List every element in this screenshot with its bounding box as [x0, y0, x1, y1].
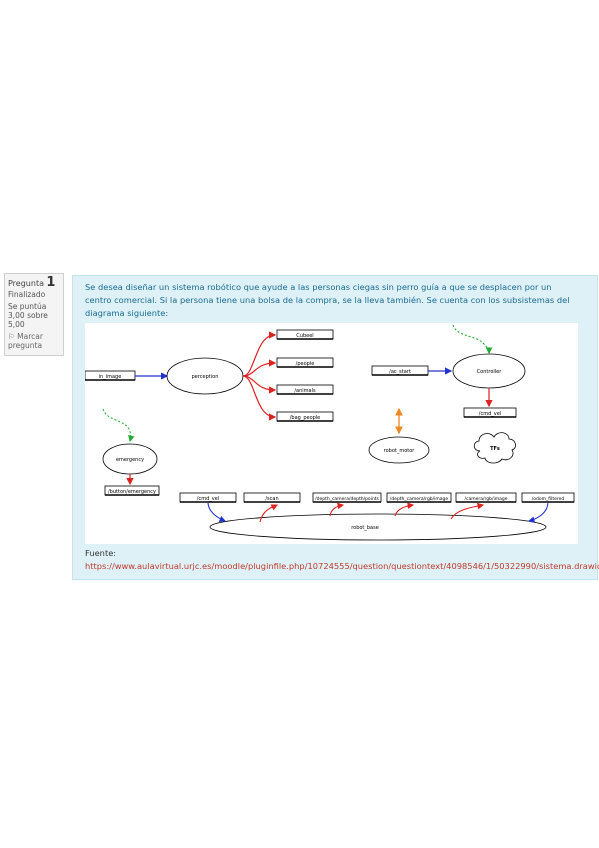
system-diagram: in_image perception Cubeel /people — [84, 323, 578, 544]
node-motor-label: robot_motor — [384, 448, 416, 454]
diagram-svg: in_image perception Cubeel /people — [84, 324, 575, 541]
topic-bot-out5-label: /camera/rgb/image — [464, 496, 507, 502]
question-state: Finalizado — [8, 290, 46, 299]
edge-perception-out4 — [242, 375, 277, 421]
flag-icon: ⚐ — [8, 332, 15, 341]
node-controller-label: Controller — [477, 369, 503, 375]
edge-green-button — [102, 408, 135, 443]
topic-out3: /animals — [276, 384, 334, 395]
node-motor: robot_motor — [368, 436, 430, 464]
edge-perception-out2 — [242, 359, 277, 377]
edge-bot-red-3 — [329, 502, 345, 517]
edge-green-controller — [452, 324, 493, 355]
topic-cmd-label: /cmd_vel — [479, 411, 501, 417]
topic-bot-out6-label: /odom_filtered — [532, 496, 565, 502]
question-content: Se desea diseñar un sistema robótico que… — [72, 275, 599, 580]
topic-bot-out1: /cmd_vel — [179, 492, 237, 503]
topic-bot-out3-label: /depth_camera/depth/points — [315, 496, 379, 502]
node-tf-label: TFs — [490, 446, 500, 452]
edge-bot-red-4 — [394, 502, 415, 517]
edge-bot-red-2 — [259, 504, 278, 523]
node-button-label: emergency — [116, 457, 144, 463]
node-button: emergency — [102, 443, 158, 475]
topic-button: /button/emergency — [104, 485, 160, 496]
topic-out1-label: Cubeel — [296, 333, 313, 339]
topic-bot-out5: /camera/rgb/image — [455, 492, 517, 503]
source-link[interactable]: https://www.aulavirtual.urjc.es/moodle/p… — [85, 560, 599, 571]
node-perception: perception — [166, 357, 244, 395]
topic-out3-label: /animals — [294, 388, 316, 394]
question-source: Fuente: https://www.aulavirtual.urjc.es/… — [85, 547, 599, 572]
topic-in-image-label: in_image — [99, 374, 122, 380]
node-controller: Controller — [452, 353, 526, 389]
topic-bot-out4-label: /depth_camera/rgb/image — [390, 496, 449, 502]
topic-bot-out6: /odom_filtered — [521, 492, 575, 503]
topic-bot-out4: /depth_camera/rgb/image — [386, 492, 452, 503]
question-label: Pregunta — [8, 279, 44, 288]
topic-bot-out3: /depth_camera/depth/points — [312, 492, 382, 503]
edge-bot-blue-left — [207, 501, 227, 523]
edge-perception-out1 — [242, 331, 277, 377]
flag-question-label: Marcar pregunta — [8, 332, 43, 350]
topic-out1: Cubeel — [276, 329, 334, 340]
edge-bot-red-5 — [450, 502, 485, 520]
edge-bot-blue-right — [527, 501, 549, 523]
question-info-panel: Pregunta 1 Finalizado Se puntúa 3,00 sob… — [4, 273, 64, 356]
topic-bot-out2: /scan — [243, 492, 301, 503]
topic-out4: /bag_people — [276, 411, 334, 422]
topic-ac-start: /ac_start — [371, 365, 429, 376]
question-number: 1 — [46, 275, 56, 290]
node-robot-base-label: robot_base — [351, 525, 379, 531]
question-heading: Pregunta 1 — [8, 275, 60, 290]
topic-in-image: in_image — [84, 370, 136, 381]
question-score: Se puntúa 3,00 sobre 5,00 — [8, 302, 48, 329]
topic-out2-label: /people — [296, 361, 315, 367]
question-text: Se desea diseñar un sistema robótico que… — [85, 282, 570, 318]
flag-question-link[interactable]: ⚐ Marcar pregunta — [8, 332, 60, 350]
node-perception-label: perception — [192, 374, 219, 380]
topic-out4-label: /bag_people — [290, 415, 321, 421]
topic-cmd: /cmd_vel — [463, 407, 517, 418]
source-label: Fuente: — [85, 548, 117, 558]
node-robot-base: robot_base — [209, 513, 547, 541]
topic-ac-start-label: /ac_start — [389, 369, 411, 375]
node-tf-cloud: TFs — [473, 432, 516, 464]
topic-bot-out1-label: /cmd_vel — [197, 496, 219, 502]
topic-bot-out2-label: /scan — [265, 496, 278, 502]
topic-out2: /people — [276, 357, 334, 368]
topic-button-label: /button/emergency — [108, 489, 156, 495]
